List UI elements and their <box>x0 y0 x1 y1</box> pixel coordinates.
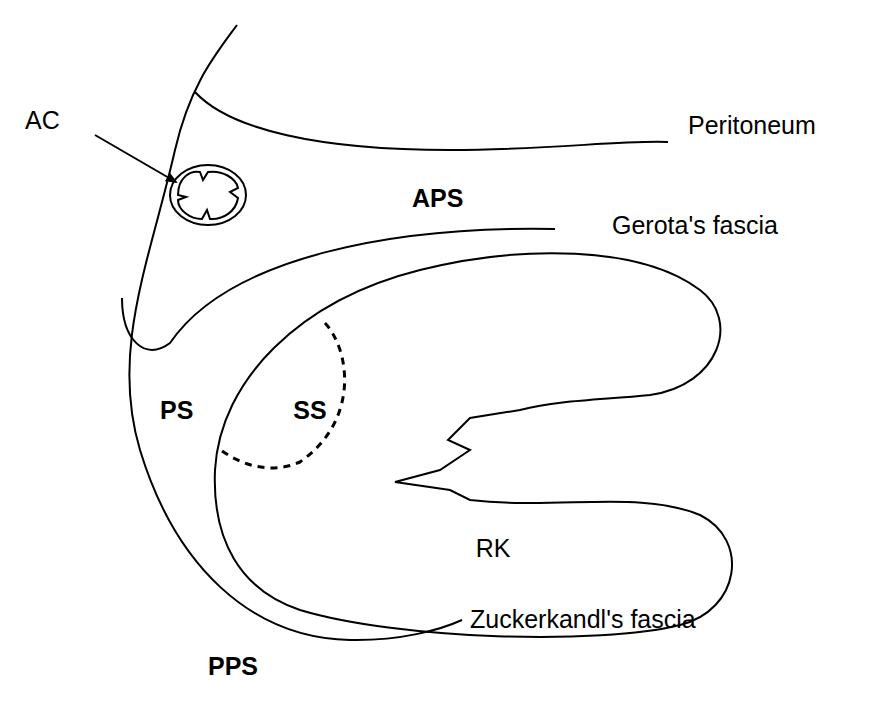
peritoneum-line <box>195 92 668 150</box>
node-label: SS <box>293 398 326 423</box>
layer-label: Zuckerkandl's fascia <box>470 607 696 632</box>
space-label: APS <box>412 186 463 211</box>
space-label: PPS <box>208 654 258 679</box>
leader-arrow <box>95 135 176 182</box>
outline-path <box>218 323 345 468</box>
structure-label: AC <box>25 108 60 133</box>
subcapsular-region: SS <box>215 320 355 470</box>
layer-label: Peritoneum <box>688 113 816 138</box>
node-outline <box>200 250 730 640</box>
colon-wall <box>170 165 246 225</box>
kidney-shape: RK SS <box>200 250 730 640</box>
outline-path <box>215 253 732 637</box>
node-outline <box>215 320 355 470</box>
gerota-fascia-line <box>122 229 555 350</box>
colon-lumen <box>178 172 238 219</box>
node-label: RK <box>476 536 511 561</box>
layer-label: Gerota's fascia <box>612 213 778 238</box>
space-label: PS <box>160 398 193 423</box>
outer-fascia-line <box>129 25 462 640</box>
